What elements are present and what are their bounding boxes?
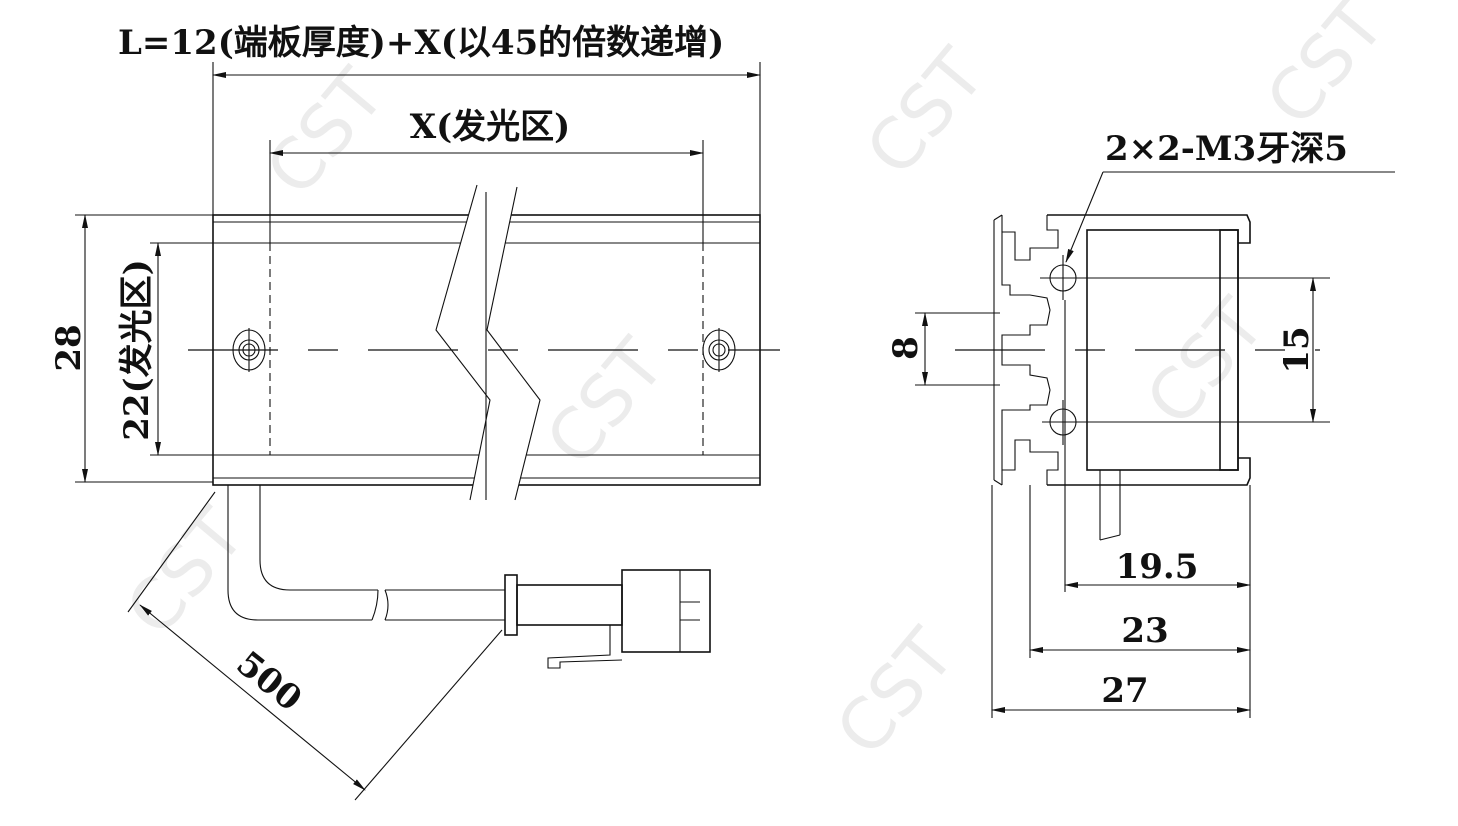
depth-label-27: 27 <box>1101 671 1148 711</box>
length-label: L=12(端板厚度)+X(以45的倍数递增) <box>118 23 724 63</box>
svg-text:CST: CST <box>850 34 1000 191</box>
svg-text:CST: CST <box>820 614 970 771</box>
svg-text:CST: CST <box>250 54 400 211</box>
break-symbol <box>435 184 541 501</box>
side-cable <box>1099 470 1121 541</box>
height-label: 28 <box>49 324 89 371</box>
emitting-height-dimension: 22(发光区) <box>117 242 213 456</box>
cable <box>227 485 505 621</box>
depth-label-23: 23 <box>1121 611 1168 651</box>
thread-label: 2×2-M3牙深5 <box>1105 129 1348 169</box>
watermark: CST CST CST CST CST CST CST <box>110 0 1400 771</box>
emitting-length-dimension: X(发光区) <box>269 107 704 243</box>
svg-text:CST: CST <box>110 494 260 651</box>
cable-length-label: 500 <box>229 644 309 720</box>
slot-pitch-label: 8 <box>886 336 926 360</box>
connector <box>504 569 711 669</box>
thread-hole-top <box>1040 255 1330 300</box>
front-view: L=12(端板厚度)+X(以45的倍数递增) X(发光区) 28 22(发光区) <box>49 23 780 801</box>
slot-pitch-dimension: 8 <box>886 312 1000 386</box>
hole-pitch-dimension: 15 <box>1277 277 1317 423</box>
svg-text:CST: CST <box>1130 284 1280 441</box>
hole-pitch-label: 15 <box>1277 326 1317 373</box>
emitting-length-label: X(发光区) <box>410 107 571 147</box>
length-dimension: L=12(端板厚度)+X(以45的倍数递增) <box>118 23 761 215</box>
depth-label-19-5: 19.5 <box>1116 547 1199 587</box>
side-view: 2×2-M3牙深5 8 15 19.5 23 27 <box>886 129 1395 718</box>
height-dimension: 28 <box>49 214 213 483</box>
thread-callout: 2×2-M3牙深5 <box>1065 129 1395 263</box>
svg-text:CST: CST <box>1250 0 1400 141</box>
mounting-hole-right <box>702 328 736 372</box>
thread-hole-bottom <box>1042 400 1330 445</box>
svg-text:CST: CST <box>530 324 680 481</box>
depth-dimensions: 19.5 23 27 <box>991 300 1251 718</box>
emitting-height-label: 22(发光区) <box>117 259 157 441</box>
mounting-hole-left <box>232 328 266 372</box>
